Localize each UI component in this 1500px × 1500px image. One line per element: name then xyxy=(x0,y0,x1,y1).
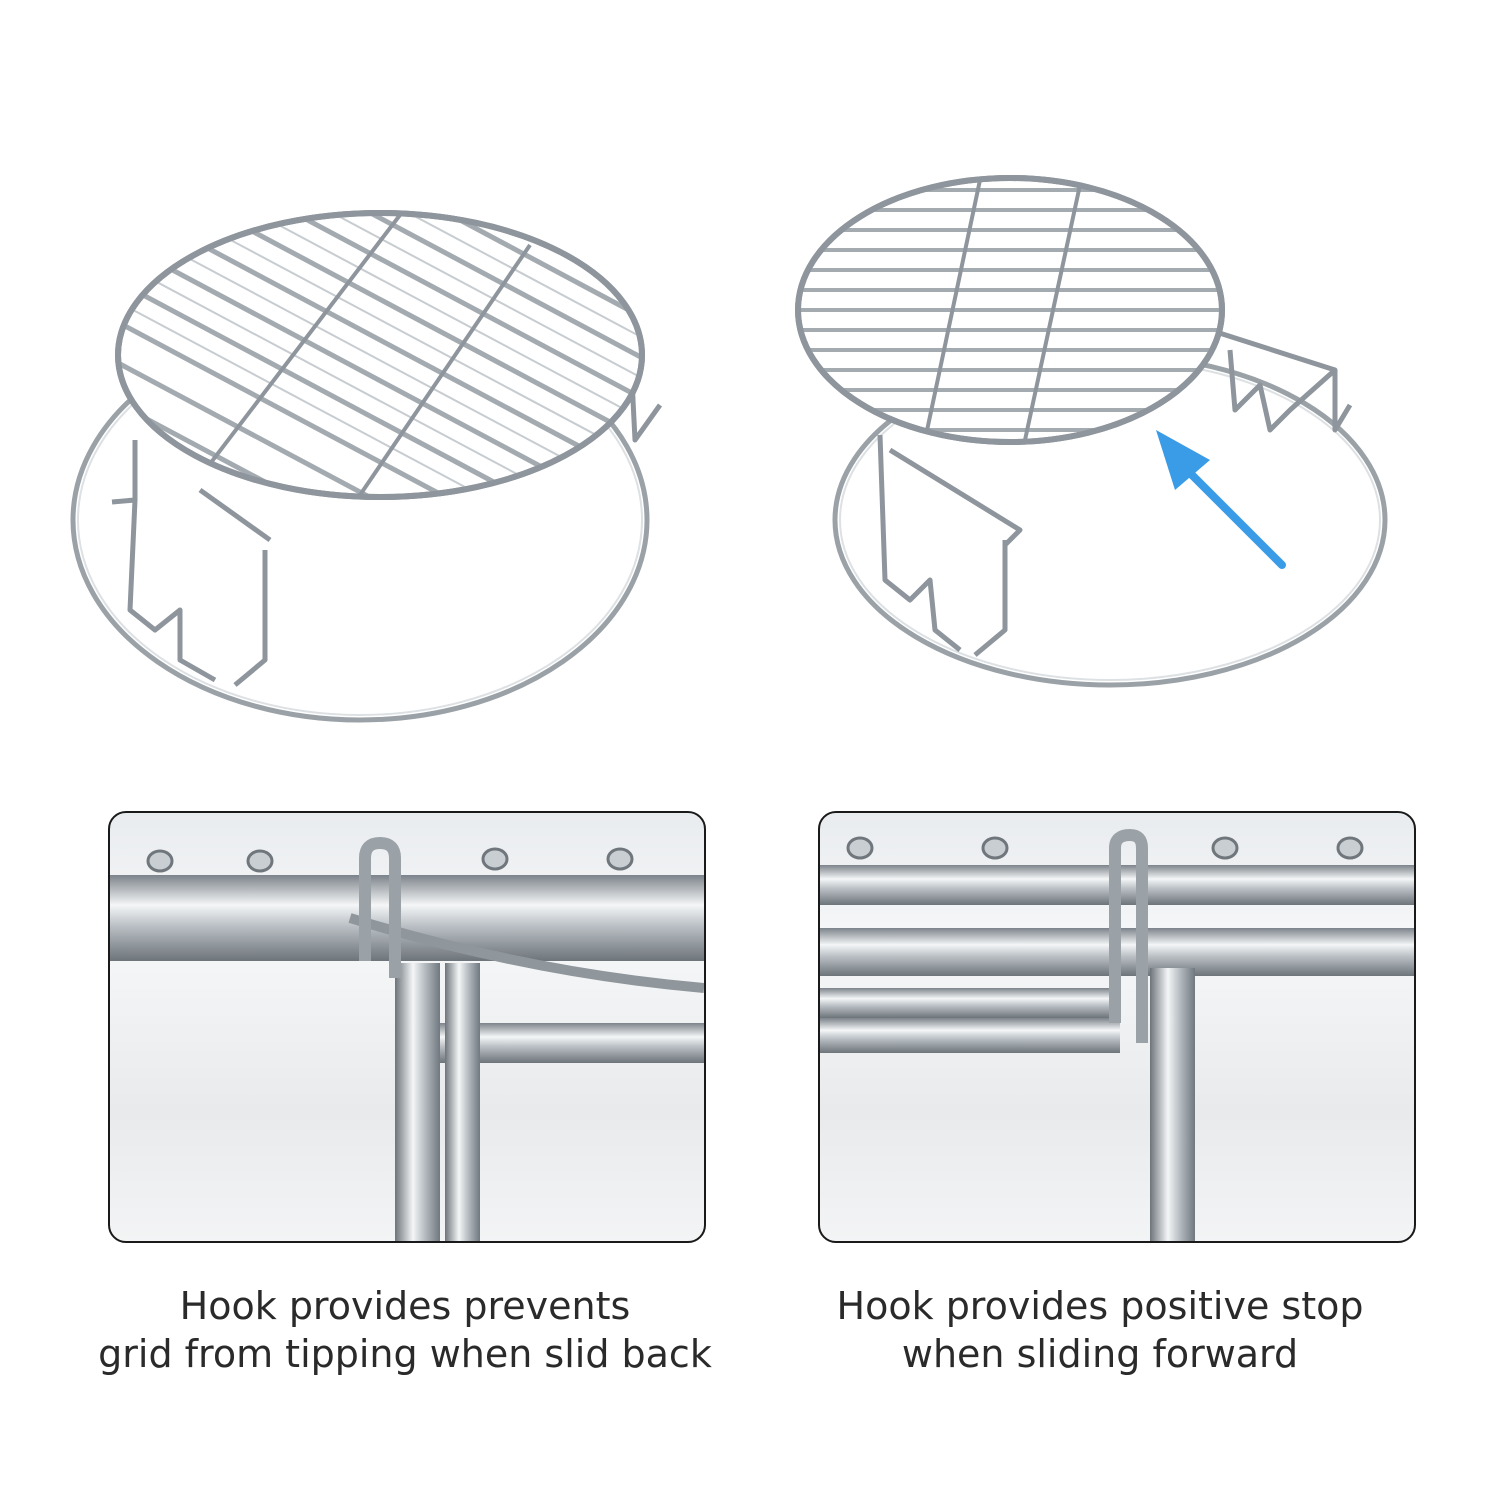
product-image-grate-forward xyxy=(790,160,1430,720)
caption-right-line1: Hook provides positive stop xyxy=(836,1284,1364,1328)
hook-back-closeup xyxy=(110,836,704,1241)
caption-hook-back: Hook provides prevents grid from tipping… xyxy=(55,1282,755,1378)
caption-left-line1: Hook provides prevents xyxy=(179,1284,631,1328)
grate-back-illustration xyxy=(70,210,663,723)
arrow-icon xyxy=(1156,430,1286,569)
caption-left-line2: grid from tipping when slid back xyxy=(98,1332,712,1376)
product-image-grate-back xyxy=(60,190,700,750)
caption-right-line2: when sliding forward xyxy=(901,1332,1299,1376)
grate-forward-illustration xyxy=(795,175,1388,688)
detail-photo-hook-back xyxy=(108,811,706,1243)
detail-photo-hook-forward xyxy=(818,811,1416,1243)
caption-hook-forward: Hook provides positive stop when sliding… xyxy=(750,1282,1450,1378)
hook-forward-closeup xyxy=(820,828,1414,1241)
